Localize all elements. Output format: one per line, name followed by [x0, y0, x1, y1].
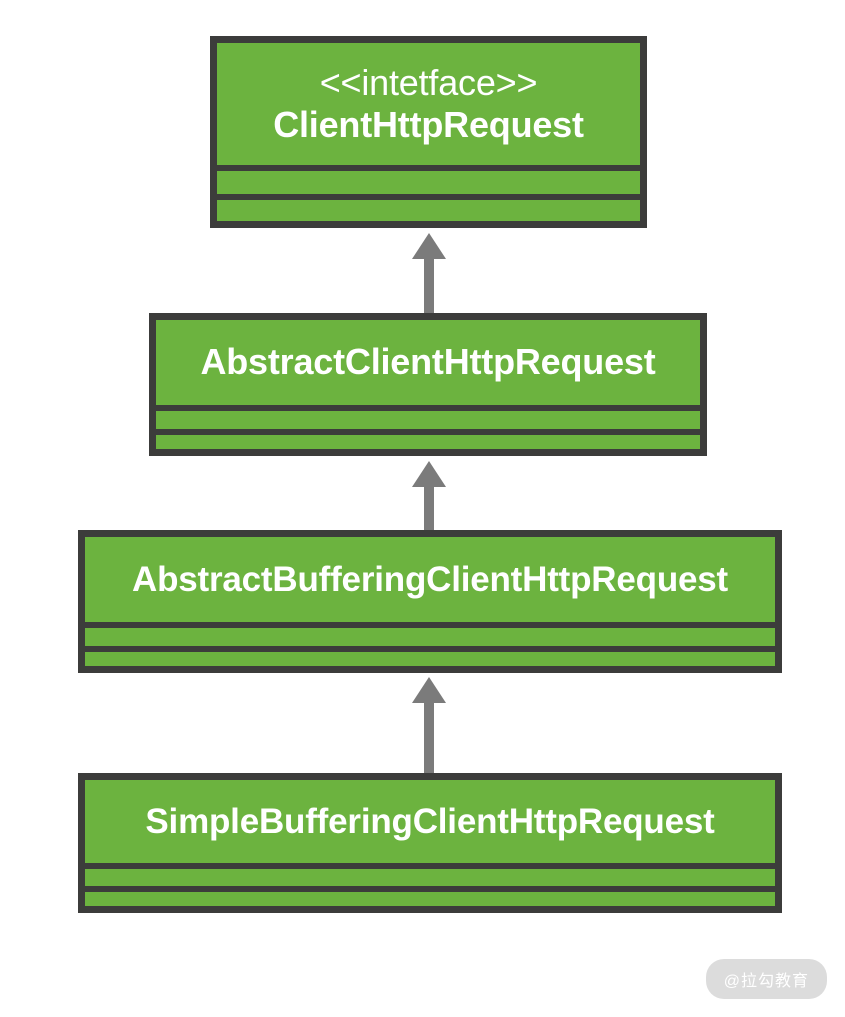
- uml-methods-compartment-client-http-request: [217, 200, 640, 221]
- uml-methods-compartment-abstract-buffering-client-http-request: [85, 652, 775, 666]
- uml-class-title-client-http-request: <<intetface>> ClientHttpRequest: [217, 43, 640, 165]
- generalization-arrowhead-icon: [412, 461, 446, 487]
- uml-stereotype-label: <<intetface>>: [319, 61, 538, 103]
- uml-class-name-label: AbstractClientHttpRequest: [200, 341, 656, 383]
- uml-class-title-simple-buffering-client-http-request: SimpleBufferingClientHttpRequest: [85, 780, 775, 863]
- uml-class-abstract-buffering-client-http-request[interactable]: AbstractBufferingClientHttpRequest: [78, 530, 782, 673]
- generalization-arrow-abstract-client-to-interface: [412, 233, 446, 313]
- uml-class-simple-buffering-client-http-request[interactable]: SimpleBufferingClientHttpRequest: [78, 773, 782, 913]
- generalization-arrowhead-icon: [412, 233, 446, 259]
- uml-class-name-label: ClientHttpRequest: [273, 104, 584, 145]
- uml-methods-compartment-abstract-client-http-request: [156, 435, 700, 449]
- uml-class-name-label: AbstractBufferingClientHttpRequest: [132, 559, 728, 599]
- uml-class-client-http-request[interactable]: <<intetface>> ClientHttpRequest: [210, 36, 647, 228]
- generalization-stem: [424, 485, 434, 533]
- uml-class-abstract-client-http-request[interactable]: AbstractClientHttpRequest: [149, 313, 707, 456]
- uml-attributes-compartment-client-http-request: [217, 171, 640, 194]
- uml-methods-compartment-simple-buffering-client-http-request: [85, 892, 775, 906]
- uml-attributes-compartment-simple-buffering-client-http-request: [85, 869, 775, 886]
- uml-attributes-compartment-abstract-client-http-request: [156, 411, 700, 429]
- generalization-arrowhead-icon: [412, 677, 446, 703]
- generalization-stem: [424, 257, 434, 313]
- watermark-badge: @拉勾教育: [705, 959, 827, 999]
- uml-class-title-abstract-client-http-request: AbstractClientHttpRequest: [156, 320, 700, 405]
- uml-class-name-label: SimpleBufferingClientHttpRequest: [145, 801, 715, 841]
- uml-class-title-abstract-buffering-client-http-request: AbstractBufferingClientHttpRequest: [85, 537, 775, 622]
- generalization-arrow-simple-buffering-to-abstract-buffering: [412, 677, 446, 773]
- generalization-stem: [424, 701, 434, 773]
- generalization-arrow-abstract-buffering-to-abstract-client: [412, 461, 446, 533]
- uml-attributes-compartment-abstract-buffering-client-http-request: [85, 628, 775, 646]
